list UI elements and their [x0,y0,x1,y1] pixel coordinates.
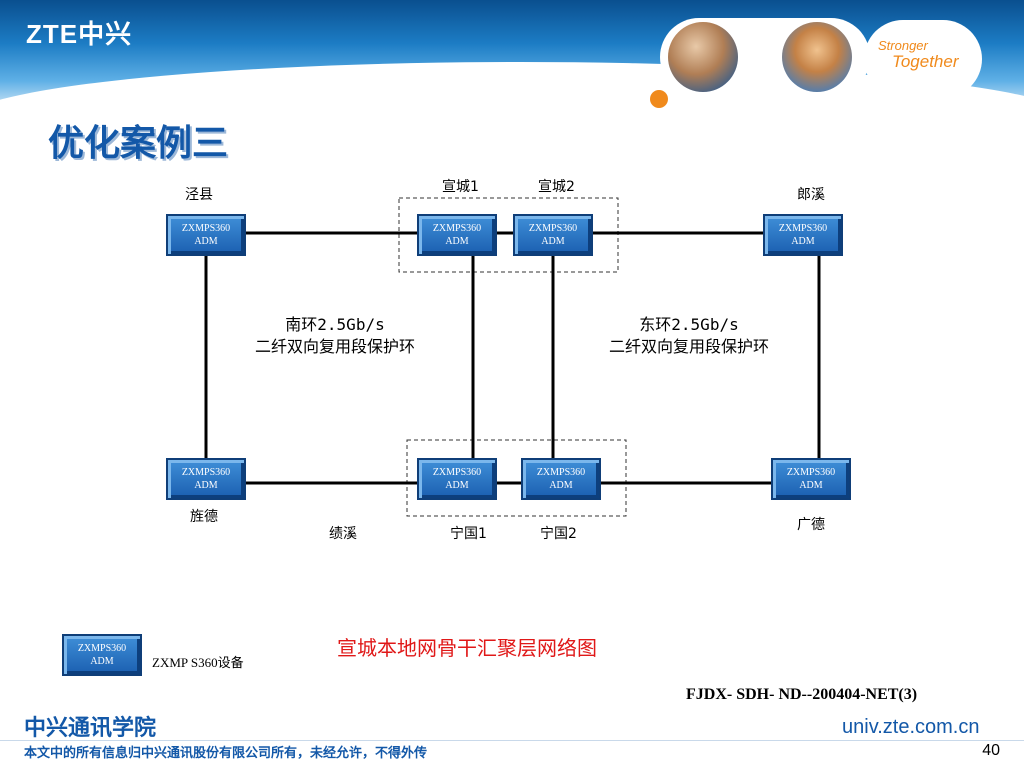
legend-node-icon: ZXMPS360 ADM [62,634,142,676]
place-label-guangde: 广德 [797,517,825,533]
diagram-caption: 宣城本地网骨干汇聚层网络图 [337,636,597,660]
page-number: 40 [982,742,1000,759]
node-label-type: ADM [90,656,114,667]
node-label-model: ZXMPS360 [181,467,231,478]
header-photo-strip [660,18,870,96]
place-label-ningguo2: 宁国2 [540,526,577,542]
slogan-together: Together [892,52,959,71]
place-label-jingde: 旌德 [190,509,218,525]
node-xuancheng1: ZXMPS360 ADM [417,214,497,256]
node-ningguo1: ZXMPS360 ADM [417,458,497,500]
node-label-model: ZXMPS360 [181,223,231,234]
node-label-type: ADM [445,480,469,491]
east-ring-rate: 东环2.5Gb/s [639,315,739,334]
node-ningguo2: ZXMPS360 ADM [521,458,601,500]
legend-label: ZXMP S360设备 [152,655,244,670]
footer-copyright: 本文中的所有信息归中兴通讯股份有限公司所有，未经允许，不得外传 [24,746,428,761]
node-xuancheng2: ZXMPS360 ADM [513,214,593,256]
footer-divider [0,740,1024,741]
node-label-model: ZXMPS360 [432,223,482,234]
node-label-type: ADM [194,480,218,491]
document-code: FJDX- SDH- ND--200404-NET(3) [686,686,918,703]
footer-url: univ.zte.com.cn [842,716,980,738]
place-label-jixi: 绩溪 [329,526,357,542]
east-ring-description: 东环2.5Gb/s 二纤双向复用段保护环 [574,314,804,358]
page-title: 优化案例三 [48,123,229,164]
node-label-type: ADM [541,236,565,247]
orange-dot-decoration [650,90,668,108]
east-ring-protection: 二纤双向复用段保护环 [608,337,769,356]
south-ring-rate: 南环2.5Gb/s [285,315,385,334]
node-label-type: ADM [799,480,823,491]
place-label-jingxian: 泾县 [185,187,213,203]
node-label-model: ZXMPS360 [778,223,828,234]
slogan-bubble [864,20,982,98]
node-guangde: ZXMPS360 ADM [771,458,851,500]
header-photo-team [782,22,852,92]
south-ring-description: 南环2.5Gb/s 二纤双向复用段保护环 [220,314,450,358]
xuancheng-group-box [398,197,619,273]
header-photo-people [668,22,738,92]
place-label-langxi: 郎溪 [797,187,825,203]
place-label-xuancheng2: 宣城2 [538,179,575,195]
node-label-model: ZXMPS360 [432,467,482,478]
node-jingde: ZXMPS360 ADM [166,458,246,500]
place-label-xuancheng1: 宣城1 [442,179,479,195]
node-label-type: ADM [791,236,815,247]
node-label-type: ADM [194,236,218,247]
node-label-model: ZXMPS360 [536,467,586,478]
node-jingxian: ZXMPS360 ADM [166,214,246,256]
node-label-model: ZXMPS360 [528,223,578,234]
slogan-stronger: Stronger [878,38,928,53]
node-label-model: ZXMPS360 [786,467,836,478]
place-label-ningguo1: 宁国1 [450,526,487,542]
node-label-model: ZXMPS360 [77,643,127,654]
node-label-type: ADM [445,236,469,247]
zte-logo: ZTE中兴 [26,19,133,49]
south-ring-protection: 二纤双向复用段保护环 [254,337,415,356]
node-label-type: ADM [549,480,573,491]
node-langxi: ZXMPS360 ADM [763,214,843,256]
footer-school-name: 中兴通讯学院 [24,716,157,741]
